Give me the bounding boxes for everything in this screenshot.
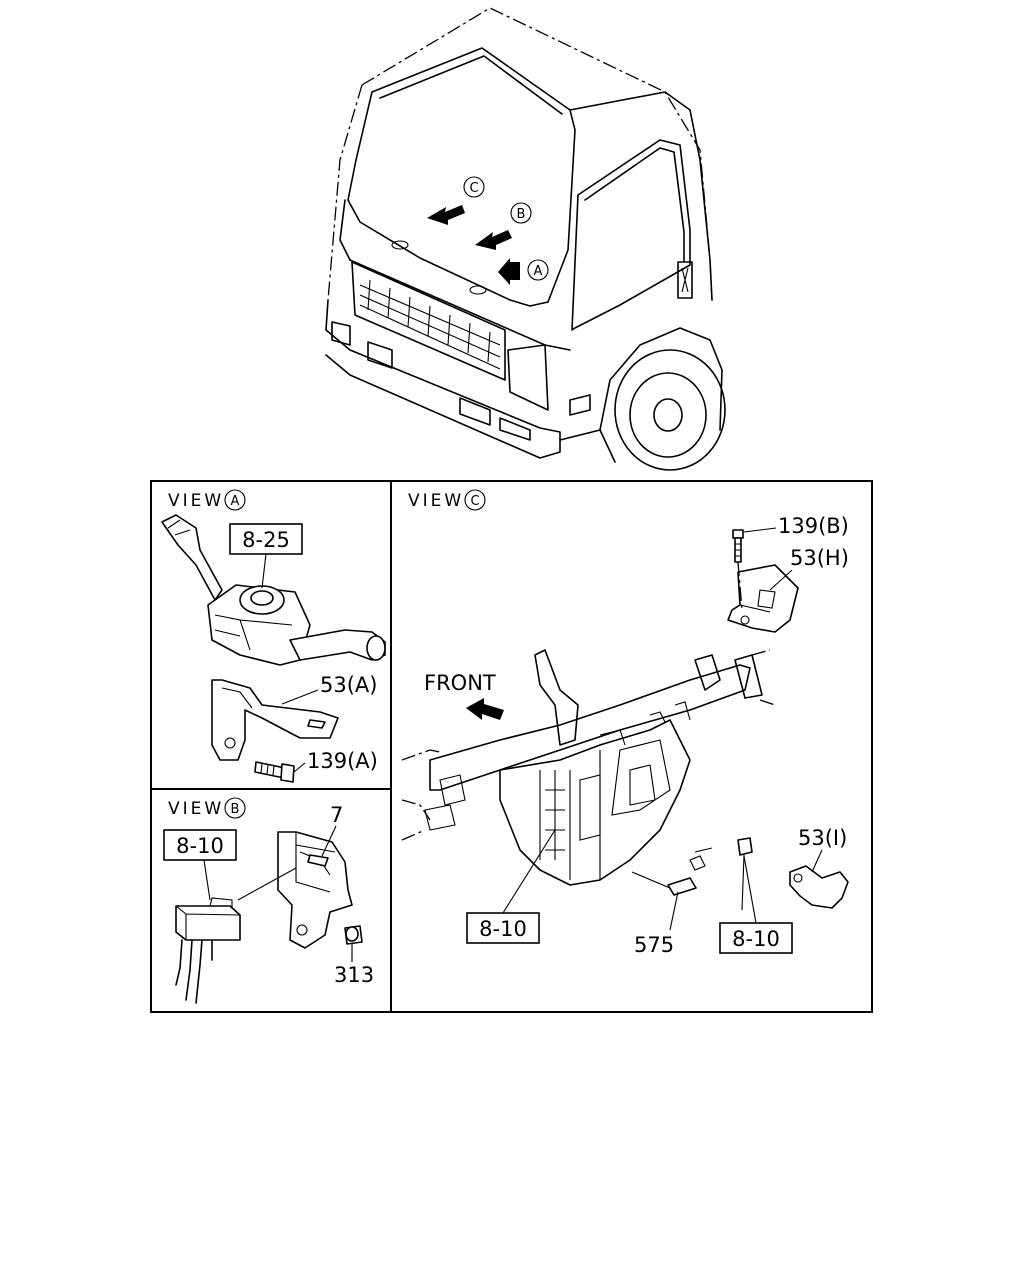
callout-8-10-c-right: 8-10 xyxy=(719,855,793,954)
svg-text:C: C xyxy=(469,181,478,196)
svg-text:8-10: 8-10 xyxy=(732,927,780,951)
svg-text:575: 575 xyxy=(634,933,674,957)
front-label: FRONT xyxy=(424,671,496,695)
marker-view-c: C xyxy=(463,176,485,198)
callout-575: 575 xyxy=(634,891,679,957)
view-c-letter: C xyxy=(470,494,479,509)
view-c-title: VIEW xyxy=(408,491,464,511)
view-b-title: VIEW xyxy=(168,799,224,819)
svg-text:53(A): 53(A) xyxy=(320,673,377,697)
svg-text:A: A xyxy=(534,264,543,279)
bracket-7-part xyxy=(277,831,353,949)
bracket-53a-part xyxy=(211,679,339,761)
view-b-panel: VIEW B 8-10 7 xyxy=(163,797,374,1004)
bracket-53h-part xyxy=(727,564,799,633)
connector-part xyxy=(175,897,241,1004)
view-b-letter: B xyxy=(231,802,240,817)
svg-text:7: 7 xyxy=(330,803,343,827)
svg-text:B: B xyxy=(517,207,526,222)
marker-view-a: A xyxy=(527,259,549,281)
callout-53i: 53(I) xyxy=(798,826,847,873)
arrow-view-c-icon xyxy=(427,205,465,225)
bolt-313-part xyxy=(344,925,363,945)
callout-139a: 139(A) xyxy=(293,749,378,773)
bracket-53i-part xyxy=(789,865,849,909)
svg-text:313: 313 xyxy=(334,963,374,987)
bolt-139b-part xyxy=(732,529,744,611)
svg-text:8-10: 8-10 xyxy=(479,917,527,941)
view-a-title: VIEW xyxy=(168,491,224,511)
combination-switch-part xyxy=(161,514,386,666)
view-a-letter: A xyxy=(231,494,240,509)
callout-139b: 139(B) xyxy=(743,514,849,538)
marker-view-b: B xyxy=(510,202,532,224)
callout-7: 7 xyxy=(321,803,343,857)
callout-313: 313 xyxy=(334,944,374,987)
callout-8-25: 8-25 xyxy=(229,523,303,589)
callout-8-10-c-left: 8-10 xyxy=(466,829,556,944)
detail-views-frame xyxy=(150,480,873,1013)
arrow-view-a-icon xyxy=(498,258,520,285)
svg-text:8-25: 8-25 xyxy=(242,528,290,552)
svg-text:139(A): 139(A) xyxy=(307,749,378,773)
callout-53h: 53(H) xyxy=(769,546,849,591)
bolt-139a-part xyxy=(254,761,295,783)
callout-53a: 53(A) xyxy=(281,673,377,705)
arrow-view-b-icon xyxy=(475,230,512,250)
svg-text:8-10: 8-10 xyxy=(176,834,224,858)
dashboard-structure-part xyxy=(401,649,776,886)
front-arrow-icon xyxy=(466,698,504,720)
svg-text:139(B): 139(B) xyxy=(778,514,849,538)
view-a-panel: VIEW A 8-25 xyxy=(161,489,386,783)
svg-text:53(H): 53(H) xyxy=(790,546,849,570)
relay-575-part xyxy=(631,837,753,911)
truck-cab-illustration: C B A xyxy=(325,7,726,471)
view-c-panel: VIEW C FRONT xyxy=(401,489,849,957)
callout-8-10-b: 8-10 xyxy=(163,829,237,901)
svg-text:53(I): 53(I) xyxy=(798,826,847,850)
